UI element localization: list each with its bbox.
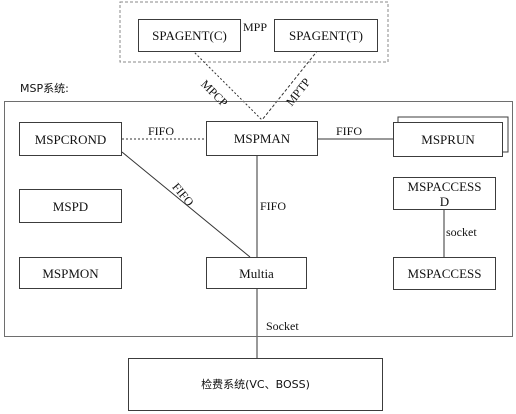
mspaccess-box[interactable]: MSPACCESS	[393, 257, 496, 290]
mpcp-line	[191, 49, 263, 121]
socket-access-label: socket	[446, 225, 477, 239]
fifo-man-run-label: FIFO	[336, 124, 363, 138]
spagent-t-box[interactable]: SPAGENT(T)	[274, 19, 378, 52]
multia-box[interactable]: Multia	[206, 257, 307, 289]
spagent-group-frame	[119, 1, 389, 63]
mspcrond-box[interactable]: MSPCROND	[19, 122, 122, 156]
mspman-box[interactable]: MSPMAN	[206, 121, 318, 156]
mspmon-box[interactable]: MSPMON	[19, 257, 122, 289]
msprun-box[interactable]: MSPRUN	[393, 122, 503, 157]
fifo-man-multia-label: FIFO	[260, 199, 287, 213]
mspaccess-d-box[interactable]: MSPACCESS D	[393, 177, 496, 210]
mpp-label: MPP	[243, 20, 268, 34]
socket-bottom-label: Socket	[266, 319, 299, 333]
spagent-c-box[interactable]: SPAGENT(C)	[138, 19, 241, 52]
mspd-box[interactable]: MSPD	[19, 189, 122, 223]
billing-system-box[interactable]: 检费系统(VC、BOSS)	[128, 358, 383, 411]
mspaccess-d-line2: D	[439, 193, 450, 209]
msp-system-frame	[4, 101, 513, 337]
msp-system-label: MSP系统:	[20, 82, 69, 95]
fifo-crond-man-label: FIFO	[148, 124, 175, 138]
fifo-crond-multia-line	[121, 151, 251, 258]
mspaccess-d-line1: MSPACCESS	[407, 178, 482, 194]
